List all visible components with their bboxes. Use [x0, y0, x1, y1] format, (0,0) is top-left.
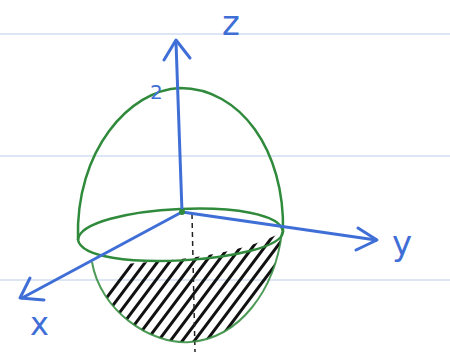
hatch-stroke	[276, 200, 396, 354]
axis-label: z	[222, 6, 240, 40]
hatch-stroke	[312, 200, 432, 354]
hatch-stroke	[96, 200, 216, 354]
origin-dot	[179, 209, 185, 215]
hatch-stroke	[336, 200, 450, 354]
hatch-stroke	[72, 200, 192, 354]
hatch-stroke	[108, 200, 228, 354]
axis-label: y	[392, 226, 412, 260]
ruled-lines	[0, 34, 450, 280]
tick-value: 2	[150, 82, 163, 102]
hatch-stroke	[324, 200, 444, 354]
hatch-stroke	[120, 200, 240, 354]
hatch-stroke	[228, 200, 348, 354]
axis-label: x	[30, 308, 49, 340]
x-arrowhead	[20, 278, 44, 300]
dashed-line	[192, 214, 195, 352]
z-axis	[176, 42, 182, 212]
hatch-region	[60, 200, 450, 354]
hatch-stroke	[300, 200, 420, 354]
y-arrowhead	[356, 228, 377, 250]
hatch-stroke	[132, 200, 252, 354]
hatch-stroke	[288, 200, 408, 354]
x-axis	[22, 212, 182, 298]
axes	[20, 40, 377, 300]
hemisphere	[78, 88, 283, 342]
y-axis	[182, 212, 376, 240]
z-arrowhead	[164, 40, 190, 60]
